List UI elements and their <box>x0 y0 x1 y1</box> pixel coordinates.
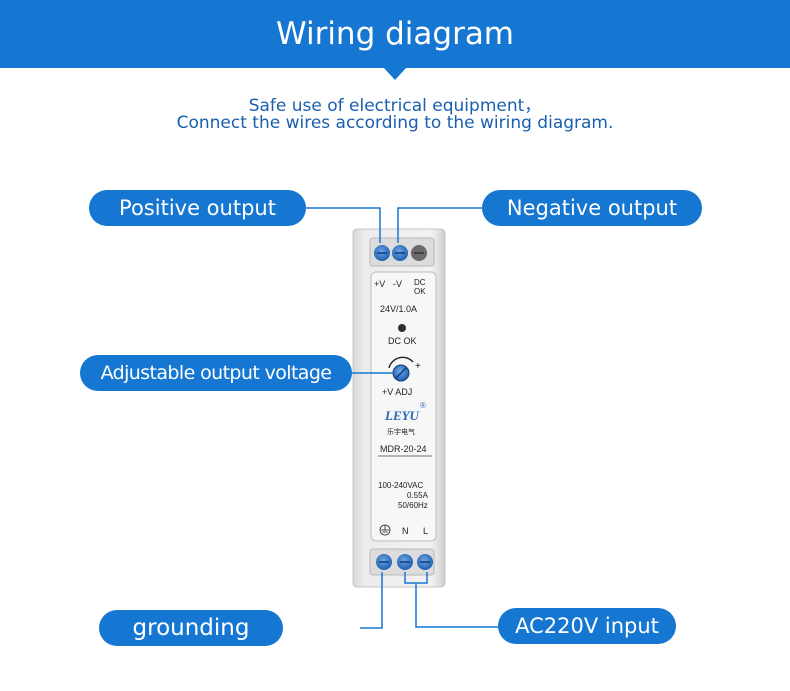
label-ok: OK <box>414 287 426 296</box>
spec-input-current: 0.55A <box>407 491 429 500</box>
adjust-plus: + <box>415 361 421 372</box>
brand-registered: ® <box>420 401 426 410</box>
label-n: N <box>402 526 409 536</box>
label-plus-v: +V <box>374 279 385 289</box>
spec-input-voltage: 100-240VAC <box>378 481 423 490</box>
ground-symbol-icon <box>379 524 391 536</box>
label-ac-input: AC220V input <box>498 608 676 644</box>
label-positive-output: Positive output <box>89 190 306 226</box>
dc-ok-led <box>398 324 406 332</box>
spec-input-freq: 50/60Hz <box>398 501 428 510</box>
label-minus-v: -V <box>393 279 402 289</box>
brand-logo: LEYU <box>384 408 420 423</box>
top-terminal-block <box>369 237 435 267</box>
device-label-panel <box>370 271 437 542</box>
leader-grounding <box>360 572 383 629</box>
label-negative-output: Negative output <box>482 190 702 226</box>
header-pointer <box>384 68 406 80</box>
label-grounding: grounding <box>99 610 283 646</box>
leader-ac-input <box>415 583 500 628</box>
label-adjustable-output-voltage: Adjustable output voltage <box>80 355 352 391</box>
adjust-arrow-icon <box>388 356 414 369</box>
adjust-label: +V ADJ <box>382 387 412 397</box>
subtitle-line-1: Safe use of electrical equipment， <box>248 96 542 116</box>
label-dc: DC <box>414 278 426 287</box>
leader-negative <box>397 207 482 243</box>
model-text: MDR-20-24 <box>380 444 427 454</box>
rating-text: 24V/1.0A <box>380 304 417 314</box>
header-banner <box>0 0 790 68</box>
led-label: DC OK <box>388 336 417 346</box>
bottom-terminal-block <box>369 548 435 576</box>
page-title: Wiring diagram <box>275 16 515 52</box>
leader-positive <box>306 207 381 243</box>
subtitle-line-2: Connect the wires according to the wirin… <box>176 113 614 133</box>
label-l: L <box>423 526 428 536</box>
brand-chinese: 乐宇电气 <box>387 427 415 436</box>
